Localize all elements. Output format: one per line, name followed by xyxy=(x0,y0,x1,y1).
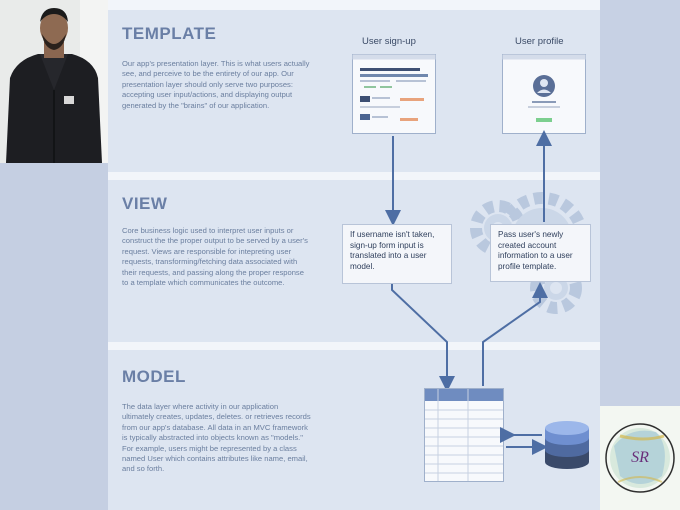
presenter-figure-icon xyxy=(0,0,108,163)
view-heading: VIEW xyxy=(122,194,168,213)
profile-window-icon xyxy=(502,54,586,134)
logo-monogram: SR xyxy=(631,449,649,466)
model-table-icon xyxy=(424,388,504,482)
channel-logo: SR xyxy=(600,406,680,510)
database-sync-arrows xyxy=(500,427,548,455)
signup-processing-note: If username isn't taken, sign-up form in… xyxy=(342,224,452,284)
section-separator xyxy=(108,342,600,350)
template-heading: TEMPLATE xyxy=(122,24,217,43)
model-description: The data layer where activity in our app… xyxy=(122,402,311,474)
database-icon xyxy=(545,421,589,469)
flow-arrows xyxy=(385,130,552,392)
model-section xyxy=(108,350,600,510)
signup-window-icon xyxy=(352,54,436,134)
profile-processing-note: Pass user's newly created account inform… xyxy=(490,224,591,282)
top-separator xyxy=(108,0,600,10)
view-description: Core business logic used to interpret us… xyxy=(122,226,308,288)
presenter-webcam xyxy=(0,0,108,163)
section-separator xyxy=(108,172,600,180)
profile-label: User profile xyxy=(515,36,564,47)
model-heading: MODEL xyxy=(122,367,186,386)
signup-label: User sign-up xyxy=(362,36,416,47)
template-description: Our app's presentation layer. This is wh… xyxy=(122,59,310,110)
logo-emblem-icon: SR xyxy=(600,406,680,510)
